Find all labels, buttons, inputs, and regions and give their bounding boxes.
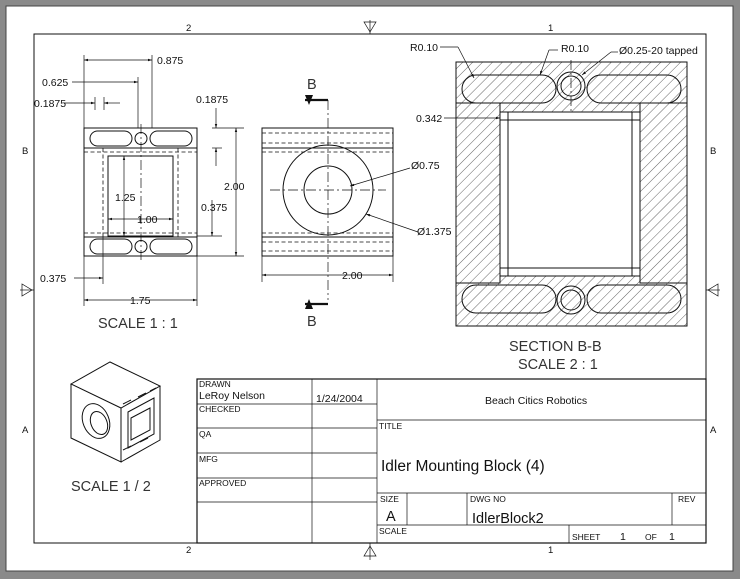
dim-r010-left: R0.10 — [410, 42, 438, 54]
dim-dia-075: Ø0.75 — [411, 160, 440, 172]
tb-drawn-label: DRAWN — [199, 379, 231, 389]
dim-200-side: 2.00 — [342, 270, 363, 282]
dim-200-front: 2.00 — [224, 181, 245, 193]
side-view-dimensions — [261, 167, 419, 282]
dim-0375-left: 0.375 — [40, 273, 66, 285]
tb-sheet: 1 — [620, 531, 626, 543]
front-view-dimensions — [64, 55, 244, 306]
section-view-dimensions — [440, 46, 618, 120]
tb-sheet-label: SHEET — [572, 532, 600, 542]
tb-title-label: TITLE — [379, 421, 402, 431]
dim-100: 1.00 — [137, 214, 158, 226]
iso-scale: SCALE 1 / 2 — [71, 479, 151, 495]
zone-right-a: A — [710, 425, 717, 436]
zone-bottom-2: 2 — [186, 545, 191, 556]
zone-bottom-1: 1 — [548, 545, 553, 556]
tb-dwg-no-label: DWG NO — [470, 494, 506, 504]
tb-dwg-no: IdlerBlock2 — [472, 511, 544, 527]
front-view-scale: SCALE 1 : 1 — [98, 316, 178, 332]
section-scale: SCALE 2 : 1 — [518, 357, 598, 373]
tb-size: A — [386, 509, 396, 525]
side-view — [261, 95, 394, 309]
zone-left-a: A — [22, 425, 29, 436]
tb-rev-label: REV — [678, 494, 696, 504]
tb-of: 1 — [669, 531, 675, 543]
zone-ticks — [20, 20, 720, 560]
front-view — [83, 124, 198, 262]
dim-01875-top: 0.1875 — [196, 94, 228, 106]
tb-of-label: OF — [645, 532, 657, 542]
zone-top-1: 1 — [548, 23, 553, 34]
tb-mfg-label: MFG — [199, 454, 218, 464]
dim-tapped-hole: Ø0.25-20 tapped — [619, 45, 698, 57]
tb-approved-label: APPROVED — [199, 478, 246, 488]
tb-company: Beach Citics Robotics — [485, 395, 587, 407]
tb-size-label: SIZE — [380, 494, 399, 504]
tb-drawn-date: 1/24/2004 — [316, 393, 363, 405]
zone-top-2: 2 — [186, 23, 191, 34]
tb-title: Idler Mounting Block (4) — [381, 458, 545, 475]
dim-0625: 0.625 — [42, 77, 68, 89]
section-title: SECTION B-B — [509, 339, 602, 355]
dim-0375-right: 0.375 — [201, 202, 227, 214]
section-mark-bottom: B — [307, 314, 317, 330]
dim-125: 1.25 — [115, 192, 136, 204]
title-block — [196, 378, 707, 544]
dim-0342: 0.342 — [416, 113, 442, 125]
dim-r010-mid: R0.10 — [561, 43, 589, 55]
dim-0875: 0.875 — [157, 55, 183, 67]
dim-01875-left: 0.1875 — [34, 98, 66, 110]
dim-175: 1.75 — [130, 295, 151, 307]
isometric-view — [69, 361, 162, 463]
dim-dia-1375: Ø1.375 — [417, 226, 452, 238]
tb-scale-label: SCALE — [379, 526, 407, 536]
tb-drawn-by: LeRoy Nelson — [199, 390, 265, 402]
section-view — [455, 60, 688, 327]
tb-qa-label: QA — [199, 429, 212, 439]
zone-left-b: B — [22, 146, 28, 157]
tb-checked-label: CHECKED — [199, 404, 241, 414]
zone-right-b: B — [710, 146, 716, 157]
section-mark-top: B — [307, 77, 317, 93]
